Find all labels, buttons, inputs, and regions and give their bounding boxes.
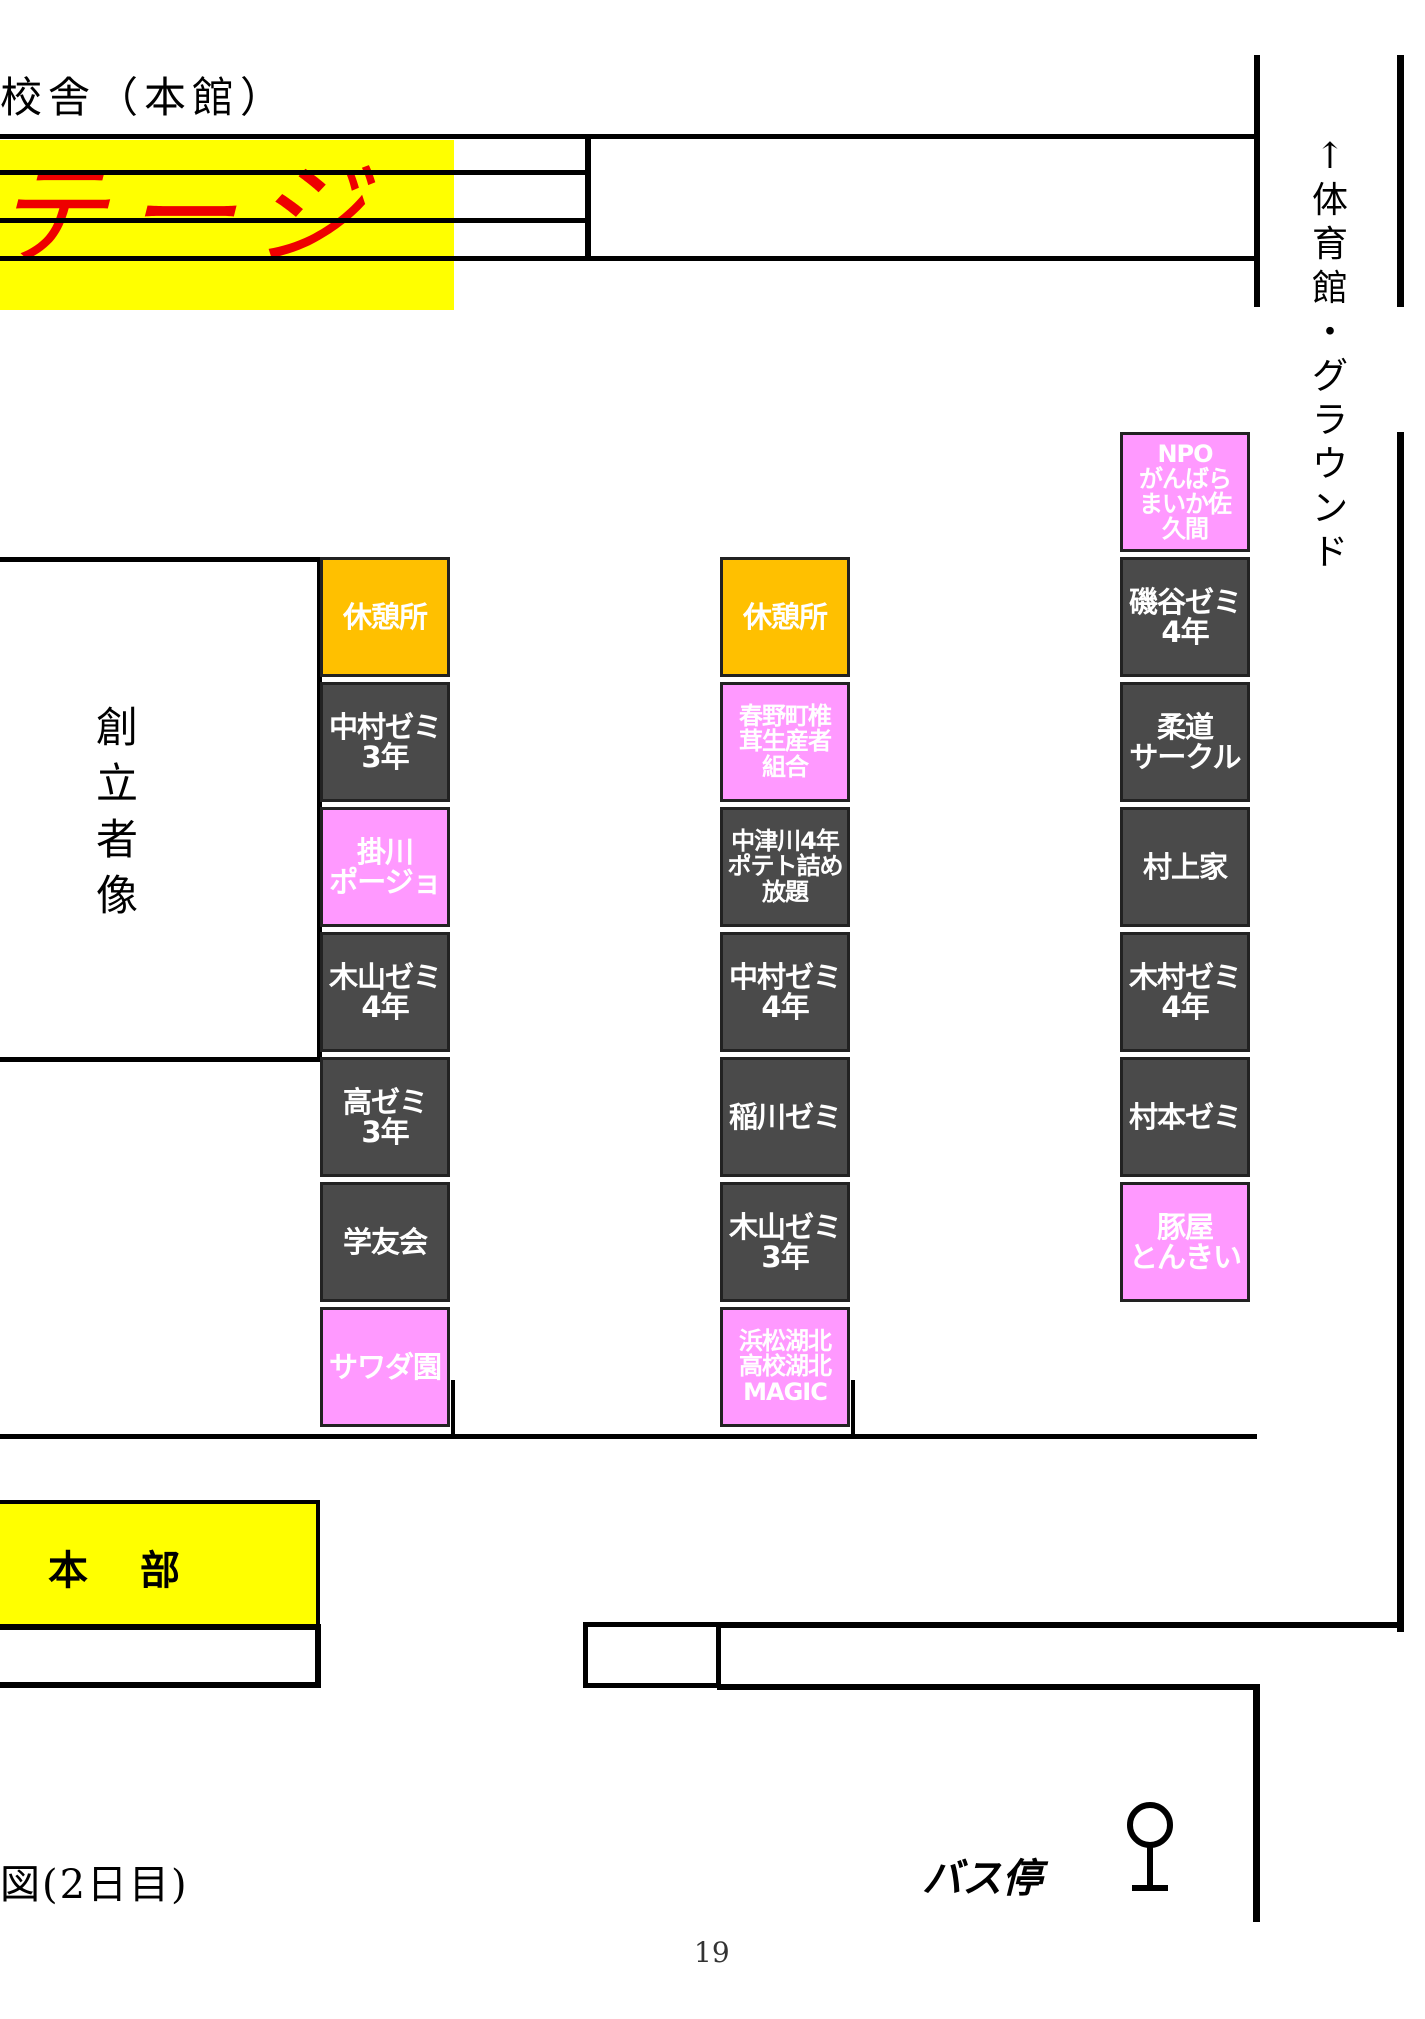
booth: NPO がんばら まいか佐 久間 bbox=[1120, 432, 1250, 552]
gym-ground-label: ↑ 体 育 館 ・ グ ラ ウ ン ド bbox=[1311, 136, 1348, 573]
wall bbox=[1397, 55, 1404, 307]
wall bbox=[717, 1622, 1404, 1628]
stage-line bbox=[0, 170, 590, 175]
booth: 村上家 bbox=[1120, 807, 1250, 927]
booth-edge bbox=[851, 1380, 855, 1436]
corridor-line bbox=[0, 1434, 1257, 1439]
stage-highlight bbox=[0, 140, 454, 310]
statue-block-top bbox=[0, 557, 322, 562]
booth: 磯谷ゼミ 4年 bbox=[1120, 557, 1250, 677]
stage-label: テージ bbox=[0, 151, 382, 281]
statue-block-right bbox=[317, 557, 322, 1062]
wall bbox=[1397, 432, 1404, 1632]
booth: 掛川 ポージョ bbox=[320, 807, 450, 927]
booth: 木山ゼミ 3年 bbox=[720, 1182, 850, 1302]
booth: 学友会 bbox=[320, 1182, 450, 1302]
booth: 中村ゼミ 3年 bbox=[320, 682, 450, 802]
wall bbox=[717, 1684, 1260, 1690]
stage-line bbox=[0, 218, 590, 223]
booth: 休憩所 bbox=[320, 557, 450, 677]
booth: 春野町椎 茸生産者 組合 bbox=[720, 682, 850, 802]
booth-edge bbox=[451, 1380, 455, 1436]
founder-statue-label: 創 立 者 像 bbox=[95, 703, 138, 920]
booth: 中村ゼミ 4年 bbox=[720, 932, 850, 1052]
booth: 柔道 サークル bbox=[1120, 682, 1250, 802]
wall bbox=[1254, 55, 1260, 307]
honbu-box bbox=[0, 1500, 320, 1628]
stage-line bbox=[0, 256, 1257, 261]
stage-line bbox=[0, 134, 1257, 139]
bus-stop-label: バス停 bbox=[922, 1856, 1042, 1902]
booth: 浜松湖北 高校湖北 MAGIC bbox=[720, 1307, 850, 1427]
booth: サワダ園 bbox=[320, 1307, 450, 1427]
booth: 中津川4年 ポテト詰め 放題 bbox=[720, 807, 850, 927]
booth: 木村ゼミ 4年 bbox=[1120, 932, 1250, 1052]
booth: 豚屋 とんきい bbox=[1120, 1182, 1250, 1302]
map-caption: 図(2日目) bbox=[0, 1862, 189, 1908]
honbu-lower-box bbox=[0, 1624, 321, 1688]
statue-block-bottom bbox=[0, 1057, 322, 1062]
building-label: 校舎（本館） bbox=[0, 73, 289, 122]
booth: 稲川ゼミ bbox=[720, 1057, 850, 1177]
stage-divider bbox=[585, 134, 591, 261]
booth: 高ゼミ 3年 bbox=[320, 1057, 450, 1177]
booth: 木山ゼミ 4年 bbox=[320, 932, 450, 1052]
booth: 休憩所 bbox=[720, 557, 850, 677]
honbu-label: 本 部 bbox=[48, 1548, 186, 1594]
bus-stop-icon bbox=[1127, 1802, 1173, 1891]
page-number: 19 bbox=[694, 1936, 730, 1969]
wall bbox=[1253, 1684, 1260, 1922]
gate-box bbox=[583, 1622, 721, 1688]
booth: 村本ゼミ bbox=[1120, 1057, 1250, 1177]
